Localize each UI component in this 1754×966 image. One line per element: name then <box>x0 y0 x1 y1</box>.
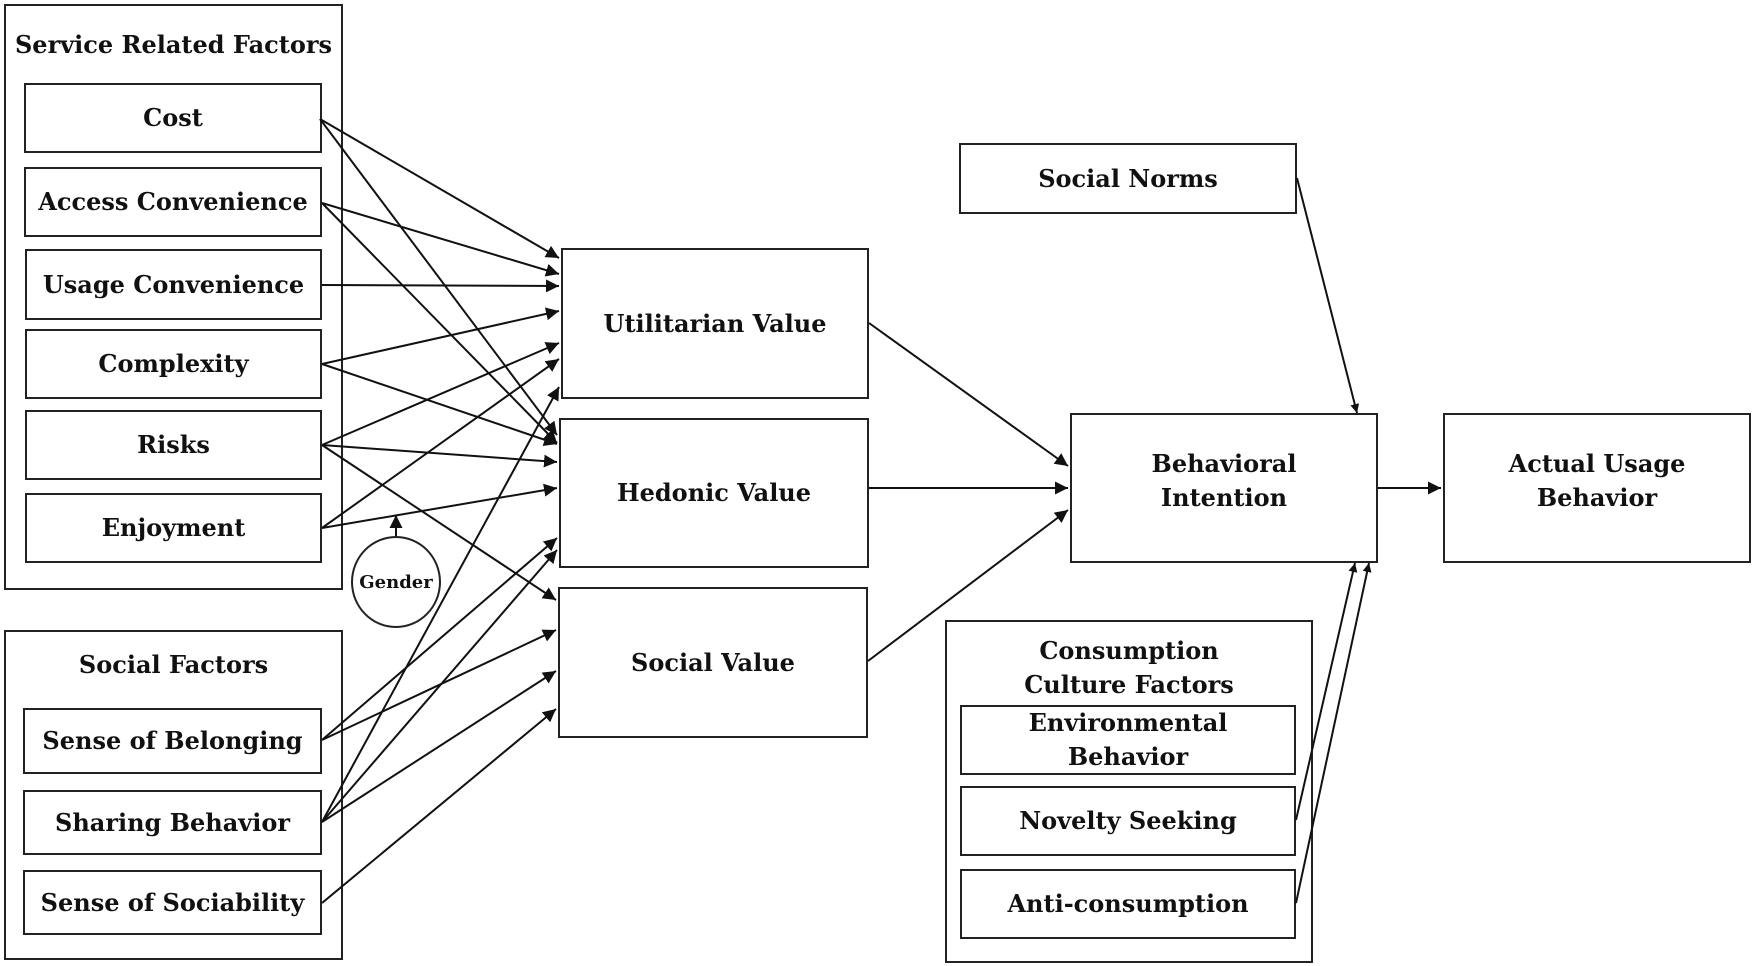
environmental-behavior-box: Environmental Behavior <box>960 705 1296 775</box>
hedonic-value-box: Hedonic Value <box>559 418 869 568</box>
service-related-factors-group: Service Related Factors <box>4 4 343 590</box>
behavioral-intention-box: Behavioral Intention <box>1070 413 1378 563</box>
behavioral-intention-label: Behavioral Intention <box>1151 449 1297 512</box>
arrow-risks-to-social-value <box>321 444 557 601</box>
cost-box: Cost <box>24 83 322 153</box>
arrow-sharing-to-utilitarian <box>321 386 560 823</box>
social-value-box: Social Value <box>558 587 868 738</box>
utilitarian-value-box: Utilitarian Value <box>561 248 869 399</box>
gender-circle: Gender <box>351 536 441 628</box>
arrow-sharing-to-hedonic <box>321 549 558 823</box>
consumption-culture-factors-title: Consumption Culture Factors <box>1024 636 1234 699</box>
arrow-utilitarian-to-intention <box>868 322 1069 467</box>
consumption-culture-factors-group: Consumption Culture Factors <box>945 620 1313 963</box>
sense-of-sociability-box: Sense of Sociability <box>23 870 322 935</box>
arrow-complexity-to-hedonic <box>321 363 558 446</box>
arrow-risks-to-utilitarian <box>321 342 560 446</box>
service-related-factors-title: Service Related Factors <box>14 30 333 59</box>
arrow-risks-to-hedonic <box>321 444 558 468</box>
arrow-usage-to-utilitarian <box>321 279 560 293</box>
usage-convenience-box: Usage Convenience <box>25 249 322 320</box>
arrow-access-to-utilitarian <box>321 202 560 277</box>
arrow-belonging-to-hedonic <box>321 537 558 741</box>
sense-of-belonging-box: Sense of Belonging <box>23 708 322 774</box>
enjoyment-box: Enjoyment <box>25 493 322 563</box>
actual-usage-behavior-box: Actual Usage Behavior <box>1443 413 1751 563</box>
social-norms-box: Social Norms <box>959 143 1297 214</box>
actual-usage-behavior-label: Actual Usage Behavior <box>1508 449 1686 512</box>
anti-consumption-box: Anti-consumption <box>960 869 1296 939</box>
arrow-enjoyment-to-utilitarian <box>321 358 560 529</box>
sharing-behavior-box: Sharing Behavior <box>23 790 322 855</box>
access-convenience-box: Access Convenience <box>24 167 322 237</box>
arrow-cost-to-utilitarian <box>319 118 560 259</box>
arrow-belonging-to-social-value <box>321 629 557 741</box>
arrow-sociability-to-social-value <box>321 708 557 904</box>
environmental-behavior-label: Environmental Behavior <box>1028 708 1228 771</box>
arrow-enjoyment-to-hedonic <box>321 483 558 529</box>
arrow-anticonsumption-to-intention <box>1295 562 1372 904</box>
arrow-access-to-hedonic <box>321 202 558 444</box>
arrow-complexity-to-utilitarian <box>321 307 560 365</box>
arrow-social-value-to-intention <box>867 509 1069 662</box>
complexity-box: Complexity <box>25 329 322 399</box>
risks-box: Risks <box>25 410 322 480</box>
social-factors-group: Social Factors <box>4 630 343 960</box>
arrow-social-norms-to-intention <box>1296 177 1360 414</box>
novelty-seeking-box: Novelty Seeking <box>960 786 1296 856</box>
social-factors-title: Social Factors <box>78 650 269 679</box>
arrow-novelty-to-intention <box>1295 562 1358 821</box>
arrow-cost-to-hedonic <box>319 118 558 436</box>
arrow-sharing-to-social-value <box>321 670 557 823</box>
